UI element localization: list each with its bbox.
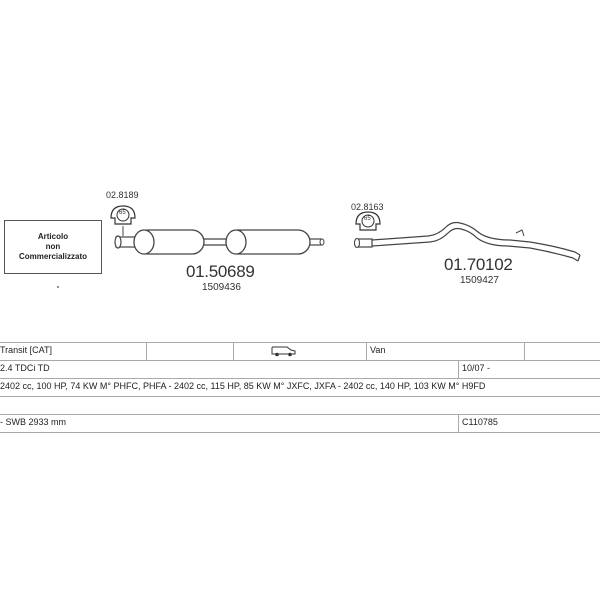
body-type: Van — [366, 343, 525, 360]
exhaust-drawing — [57, 205, 581, 288]
part-2-ref: 1509427 — [460, 275, 499, 286]
vehicle-info-table: Transit [CAT] Van 2.4 TDCi TD 10/07 - 24… — [0, 342, 600, 433]
model-cell: Transit [CAT] — [0, 345, 53, 355]
body-icon-cell — [233, 343, 368, 360]
engine-codes-row: 2402 cc, 100 HP, 74 KW M° PHFC, PHFA - 2… — [0, 379, 600, 397]
clamp-1-badge: 65 — [119, 210, 126, 216]
clamp-1-code[interactable]: 02.8189 — [106, 190, 139, 200]
engine-codes-cell: 2402 cc, 100 HP, 74 KW M° PHFC, PHFA - 2… — [0, 381, 486, 391]
part-1-ref: 1509436 — [202, 282, 241, 293]
middle-silencer — [225, 229, 311, 255]
part-2-number[interactable]: 01.70102 — [444, 255, 513, 274]
model-row: Transit [CAT] Van — [0, 342, 600, 361]
part-1-number[interactable]: 01.50689 — [186, 262, 255, 281]
empty-cell — [524, 343, 600, 360]
engine-row: 2.4 TDCi TD 10/07 - — [0, 361, 600, 379]
front-silencer — [133, 229, 205, 255]
tail-pipe — [353, 221, 581, 262]
wheelbase-cell: - SWB 2933 mm — [0, 417, 67, 427]
spacer — [0, 397, 600, 414]
engine-cell: 2.4 TDCi TD — [0, 363, 50, 373]
clamp-2-code[interactable]: 02.8163 — [351, 202, 384, 212]
not-sold-line-3: Commercializzato — [18, 252, 88, 261]
date-cell: 10/07 - — [458, 361, 600, 378]
not-sold-notice: Articolo non Commercializzato — [4, 220, 102, 274]
empty-cell — [146, 343, 234, 360]
exhaust-diagram: Articolo non Commercializzato 02.8189 65… — [0, 160, 600, 340]
clamp-2-badge: 65 — [364, 216, 371, 222]
wheelbase-row: - SWB 2933 mm C110785 — [0, 414, 600, 433]
van-icon — [271, 346, 296, 356]
clamp-2-drawing — [355, 211, 381, 231]
not-sold-line-1: Articolo — [37, 232, 69, 241]
clamp-1-drawing — [110, 205, 136, 236]
catalogue-code-cell: C110785 — [458, 415, 600, 432]
not-sold-line-2: non — [45, 242, 61, 251]
